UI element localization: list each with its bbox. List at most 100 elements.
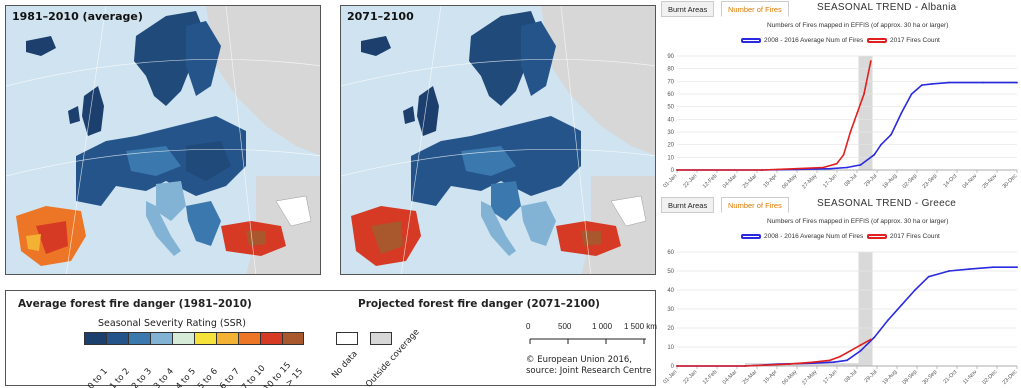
x-tick-label: 02-Dec <box>982 369 999 386</box>
x-tick-label: 29-Jul <box>864 173 879 188</box>
data-point <box>788 363 791 365</box>
map-panel-projected: 2071–2100 <box>340 5 656 275</box>
map-panel-historical: 1981–2010 (average) <box>5 5 321 275</box>
legend-2017[interactable]: 2017 Fires Count <box>867 233 940 240</box>
data-point <box>842 153 845 156</box>
map-title-historical: 1981–2010 (average) <box>12 10 143 23</box>
data-point <box>992 266 995 269</box>
x-tick-label: 22-Jan <box>682 173 698 189</box>
data-point <box>859 349 862 352</box>
ssr-class-label: 6 to 7 <box>218 366 243 388</box>
x-tick-label: 27-May <box>801 369 818 386</box>
data-point <box>846 166 848 169</box>
data-point <box>948 270 950 272</box>
x-tick-label: 01-Jan <box>662 173 678 189</box>
data-point <box>1016 81 1018 84</box>
data-point <box>849 131 852 133</box>
data-point <box>873 153 876 156</box>
tab-burnt-areas[interactable]: Burnt Areas <box>661 197 715 213</box>
shaded-region <box>858 56 873 170</box>
legend-2017[interactable]: 2017 Fires Count <box>867 37 940 44</box>
y-tick-label: 60 <box>667 250 674 256</box>
data-point <box>920 84 923 87</box>
legend-line-average <box>741 38 761 43</box>
x-tick-label: 21-Oct <box>942 369 958 385</box>
scale-tick-1000: 1 000 <box>592 322 613 331</box>
scale-tick-1500: 1 500 km <box>624 322 657 331</box>
data-point <box>859 344 862 346</box>
ssr-class-label: 2 to 3 <box>130 366 155 388</box>
ssr-class-label: 3 to 4 <box>152 366 177 388</box>
no-data-label: No data <box>330 349 360 381</box>
x-tick-label: 30-Dec <box>1002 173 1019 190</box>
x-tick-label: 27-May <box>801 173 818 190</box>
x-tick-label: 04-Mar <box>722 173 739 190</box>
x-tick-label: 01-Jan <box>662 369 678 385</box>
x-tick-label: 19-Aug <box>882 369 899 386</box>
data-point <box>856 112 859 114</box>
x-tick-label: 14-Oct <box>942 173 958 189</box>
data-point <box>795 167 797 170</box>
series-line <box>677 266 1017 367</box>
data-point <box>927 275 930 278</box>
y-tick-label: 40 <box>667 288 674 294</box>
y-tick-label: 10 <box>667 345 674 351</box>
y-tick-label: 50 <box>667 269 674 275</box>
data-point <box>812 361 814 364</box>
data-point <box>822 166 825 169</box>
x-tick-label: 19-Aug <box>882 173 899 190</box>
y-tick-label: 10 <box>667 155 674 161</box>
ssr-class-label: 1 to 2 <box>108 366 133 388</box>
ssr-swatch <box>194 332 216 345</box>
tab-number-of-fires[interactable]: Number of Fires <box>721 1 789 17</box>
y-tick-label: 30 <box>667 307 674 313</box>
tab-number-of-fires[interactable]: Number of Fires <box>721 197 789 213</box>
copyright-line-2: source: Joint Research Centre <box>526 366 652 376</box>
y-tick-label: 50 <box>667 105 674 111</box>
ssr-swatch <box>216 332 238 345</box>
data-point <box>676 169 678 171</box>
legend-title-historical: Average forest fire danger (1981–2010) <box>18 298 252 310</box>
data-point <box>863 93 865 95</box>
scale-bar: 0 500 1 000 1 500 km <box>526 322 657 354</box>
legend-average[interactable]: 2008 - 2016 Average Num of Fires <box>741 233 863 240</box>
legend-line-2017 <box>867 234 887 239</box>
map-legend: Average forest fire danger (1981–2010) P… <box>5 290 657 388</box>
x-tick-label: 17-Jun <box>822 369 838 385</box>
chart-subtitle: Numbers of Fires mapped in EFFIS (of app… <box>767 22 949 29</box>
data-point <box>835 162 838 165</box>
chart-subtitle: Numbers of Fires mapped in EFFIS (of app… <box>767 218 949 225</box>
data-point <box>900 304 903 307</box>
europe-map-projected <box>341 6 655 274</box>
data-point <box>859 164 862 166</box>
data-point <box>910 93 913 95</box>
legend-average[interactable]: 2008 - 2016 Average Num of Fires <box>741 37 863 44</box>
shaded-region <box>745 363 873 366</box>
x-tick-label: 15-Apr <box>762 173 778 189</box>
data-point <box>948 81 950 84</box>
data-point <box>982 81 984 84</box>
x-tick-label: 22-Jan <box>682 369 698 385</box>
x-tick-label: 23-Sep <box>922 173 939 190</box>
outside-coverage-swatch <box>370 332 392 345</box>
legend-line-2017 <box>867 38 887 43</box>
ssr-swatch <box>106 332 128 345</box>
x-tick-label: 08-Jul <box>844 369 859 384</box>
data-point <box>849 349 852 352</box>
data-point <box>829 167 831 170</box>
data-point <box>880 143 882 146</box>
x-tick-label: 02-Sep <box>902 173 919 190</box>
x-tick-label: 08-Jul <box>844 173 859 188</box>
data-point <box>832 361 835 364</box>
ssr-swatch <box>260 332 282 345</box>
copyright-note: © European Union 2016, source: Joint Res… <box>526 355 651 377</box>
ssr-label: Seasonal Severity Rating (SSR) <box>98 318 246 329</box>
data-point <box>846 359 848 362</box>
x-tick-label: 25-Mar <box>742 369 759 386</box>
x-tick-label: 06-May <box>781 173 798 190</box>
ssr-swatch <box>238 332 260 345</box>
tab-burnt-areas[interactable]: Burnt Areas <box>661 1 715 17</box>
y-tick-label: 30 <box>667 130 674 136</box>
